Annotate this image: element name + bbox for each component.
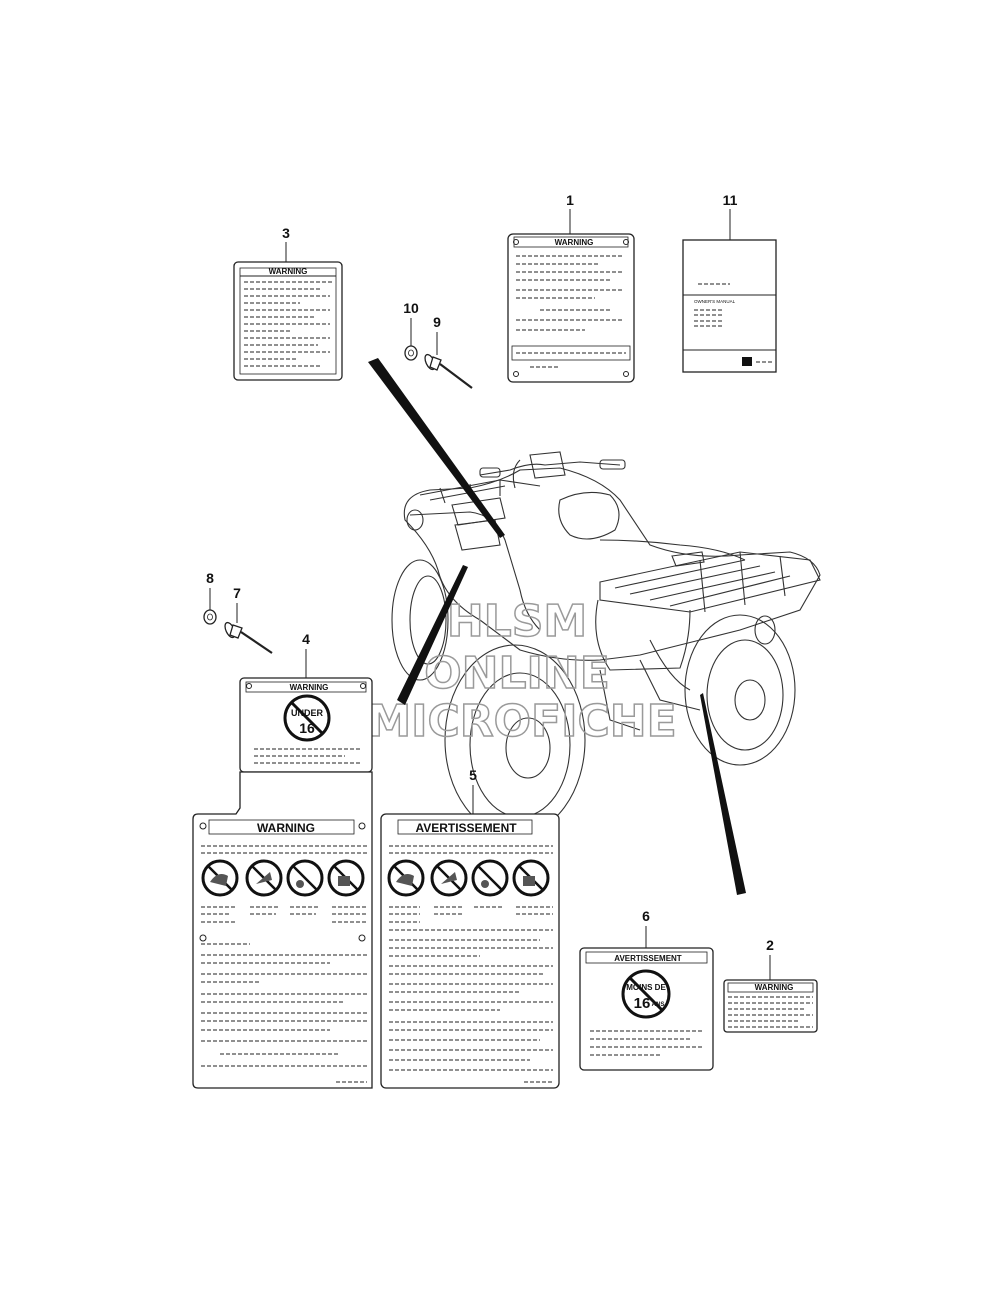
callout-9: 9 (433, 314, 441, 330)
label-2-warning-sticker: 2 WARNING (723, 937, 818, 1033)
avertissement-heading-large: AVERTISSEMENT (415, 821, 517, 835)
moins-de-text-suffix: ANS (652, 1002, 665, 1008)
label-5-avertissement-sticker: 5 AVERTISSEMENT (380, 767, 560, 1089)
under-16-text-number: 16 (299, 720, 315, 736)
moins-de-text-top: MOINS DE (626, 983, 666, 992)
callout-4: 4 (302, 631, 310, 647)
callout-6: 6 (642, 908, 650, 924)
callout-5: 5 (469, 767, 477, 783)
label-1-heading: WARNING (555, 238, 594, 247)
large-warning-heading: WARNING (257, 821, 315, 835)
leader-pointers (368, 358, 746, 895)
prohibition-pictograms (201, 859, 365, 897)
label-3-warning-sticker: 3 WARNING (233, 225, 343, 381)
label-1-warning-sticker: 1 WARNING (507, 192, 635, 383)
under-16-text-top: UNDER (291, 708, 324, 718)
label-4-large-warning-sticker: WARNING (192, 771, 373, 1089)
label-6-moins-de-16-sticker: 6 AVERTISSEMENT MOINS DE 16 ANS (579, 908, 714, 1071)
prohibition-pictograms-fr (387, 859, 550, 897)
label-6-heading: AVERTISSEMENT (614, 954, 682, 963)
watermark-line3: MICROFICHE (367, 696, 676, 747)
callout-8: 8 (206, 570, 214, 586)
label-4-under-16-sticker: 4 WARNING UNDER 16 (239, 631, 373, 773)
item-7-8-rivet-washer: 8 7 (203, 570, 273, 654)
callout-1: 1 (566, 192, 574, 208)
label-2-heading: WARNING (755, 983, 794, 992)
item-11-owners-manual: 11 OWNER'S MANUAL (682, 192, 777, 373)
label-3-heading: WARNING (269, 267, 308, 276)
atv-illustration (391, 451, 821, 836)
callout-2: 2 (766, 937, 774, 953)
item-9-10-rivet-washer: 10 9 (403, 300, 473, 389)
owners-manual-title: OWNER'S MANUAL (694, 299, 736, 304)
callout-10: 10 (403, 300, 419, 316)
watermark-line1: HLSM (447, 596, 587, 647)
moins-de-text-number: 16 (634, 995, 651, 1012)
watermark-line2: ONLINE (424, 648, 610, 699)
label-4-heading: WARNING (290, 683, 329, 692)
callout-11: 11 (723, 192, 738, 208)
callout-3: 3 (282, 225, 290, 241)
callout-7: 7 (233, 585, 241, 601)
watermark: HLSM ONLINE MICROFICHE (367, 595, 678, 748)
